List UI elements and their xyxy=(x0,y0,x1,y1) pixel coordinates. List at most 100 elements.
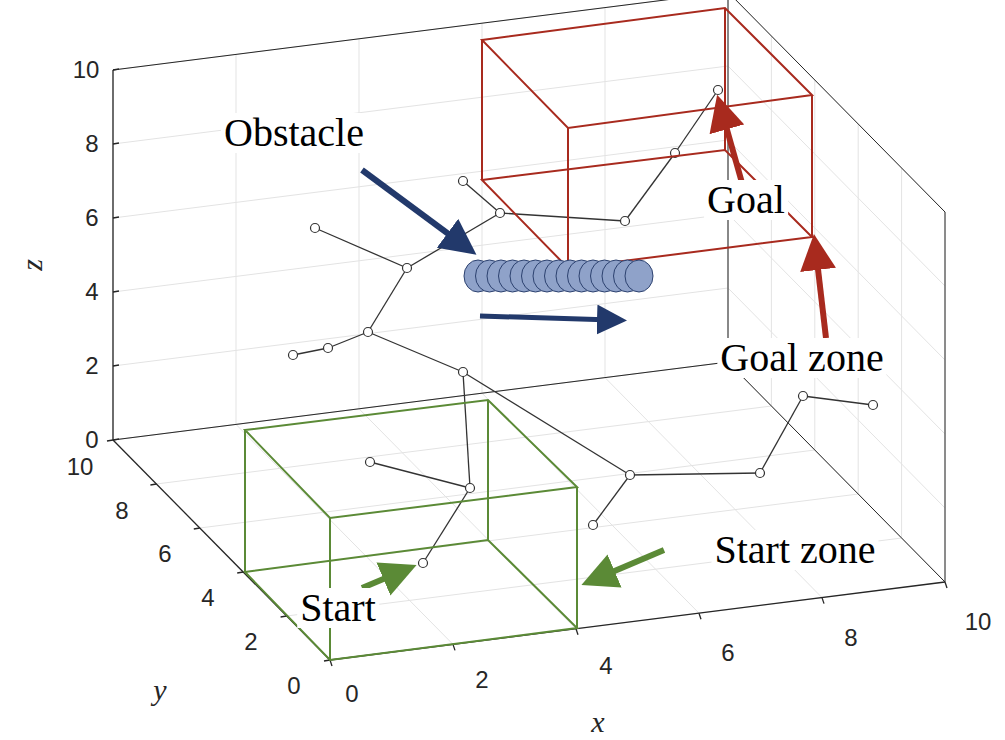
tick-mark xyxy=(945,582,947,588)
tree-edge xyxy=(675,90,718,153)
tick-mark xyxy=(576,629,578,635)
grid-line xyxy=(945,212,946,582)
grid-line xyxy=(236,54,237,424)
motion-arrow xyxy=(480,316,612,320)
start-zone-box xyxy=(245,400,577,660)
tick-mark xyxy=(194,528,200,529)
grid-line xyxy=(113,214,728,292)
tick-label: 2 xyxy=(244,630,257,654)
tick-mark xyxy=(113,365,119,366)
tree-edge xyxy=(463,372,470,488)
leader-arrow xyxy=(722,112,744,190)
tick-label: 2 xyxy=(85,354,98,378)
grid-line xyxy=(113,70,114,440)
tree-node-marker xyxy=(366,458,375,467)
grid-line xyxy=(156,406,771,484)
axis-line xyxy=(945,212,946,582)
grid-line xyxy=(728,140,945,360)
tree-node-marker xyxy=(419,559,428,568)
obstacle-shape xyxy=(464,260,653,292)
tree-edge xyxy=(593,475,630,525)
grid-line xyxy=(200,450,815,528)
tree-node-marker xyxy=(311,224,320,233)
grid-line xyxy=(236,424,453,644)
annotation-label: Goal zone xyxy=(717,338,886,378)
tick-mark xyxy=(150,484,156,485)
grid-line xyxy=(113,362,728,440)
annotation-label: Start zone xyxy=(711,530,878,570)
tree-edge xyxy=(630,473,760,475)
tick-label: 2 xyxy=(475,668,488,692)
goal-zone-box xyxy=(482,8,812,268)
grid-line xyxy=(858,124,859,494)
tick-label: 4 xyxy=(201,586,214,610)
tick-mark xyxy=(237,572,243,573)
tick-mark xyxy=(113,439,119,440)
tree-node-marker xyxy=(714,86,723,95)
leader-arrow xyxy=(362,572,400,588)
grid-line xyxy=(728,66,945,286)
leader-arrow xyxy=(598,550,664,578)
tree-node-marker xyxy=(589,521,598,530)
tree-edge xyxy=(803,396,873,405)
tree-node-marker xyxy=(466,484,475,493)
tree-edge xyxy=(293,348,328,355)
tick-mark xyxy=(699,613,701,619)
tick-mark xyxy=(822,598,824,604)
tick-label: 10 xyxy=(73,58,100,82)
tree-node-marker xyxy=(626,471,635,480)
tree-node-marker xyxy=(756,469,765,478)
tick-label: 6 xyxy=(85,206,98,230)
tree-edge xyxy=(463,181,500,213)
grid-line xyxy=(113,66,728,144)
tree-node-marker xyxy=(459,177,468,186)
axis-line xyxy=(112,70,113,440)
tick-label: 8 xyxy=(85,132,98,156)
grid-line xyxy=(482,23,483,393)
axis-label: z xyxy=(17,259,47,271)
leader-arrow xyxy=(816,252,826,338)
tree-edge xyxy=(328,332,368,348)
tick-label: 0 xyxy=(345,682,358,706)
tree-node-marker xyxy=(324,344,333,353)
tree-node-marker xyxy=(869,401,878,410)
tick-label: 0 xyxy=(85,428,98,452)
obstacle-sphere xyxy=(625,260,653,292)
annotation-label: Obstacle xyxy=(221,113,367,153)
tick-mark xyxy=(107,440,113,441)
axis-label: y xyxy=(153,675,166,705)
tick-label: 10 xyxy=(965,610,992,634)
tree-edge xyxy=(315,228,407,268)
tree-node-marker xyxy=(621,217,630,226)
annotation-label: Start xyxy=(297,588,379,628)
tick-label: 8 xyxy=(115,499,128,523)
tick-mark xyxy=(113,291,119,292)
tick-label: 0 xyxy=(287,674,300,698)
tick-mark xyxy=(113,69,119,70)
tick-mark xyxy=(113,217,119,218)
tree-edge xyxy=(423,488,470,563)
tree-node-marker xyxy=(403,264,412,273)
grid-line xyxy=(359,39,360,409)
tick-label: 10 xyxy=(67,455,94,479)
grid-line xyxy=(901,168,902,538)
grid-lines xyxy=(113,0,945,660)
grid-line xyxy=(113,362,728,440)
tick-label: 6 xyxy=(158,542,171,566)
tick-label: 4 xyxy=(85,280,98,304)
axis-line xyxy=(113,0,728,70)
tree-node-marker xyxy=(364,328,373,337)
grid-line xyxy=(728,288,945,508)
tree-node-marker xyxy=(289,351,298,360)
axis-line xyxy=(113,362,728,440)
tree-edge xyxy=(760,396,803,473)
tree-edge xyxy=(368,332,463,372)
tick-mark xyxy=(113,143,119,144)
tick-mark xyxy=(453,644,455,650)
grid-line xyxy=(728,214,945,434)
tree-node-marker xyxy=(799,392,808,401)
tree-node-marker xyxy=(459,368,468,377)
tree-node-marker xyxy=(496,209,505,218)
grid-line xyxy=(113,0,728,70)
